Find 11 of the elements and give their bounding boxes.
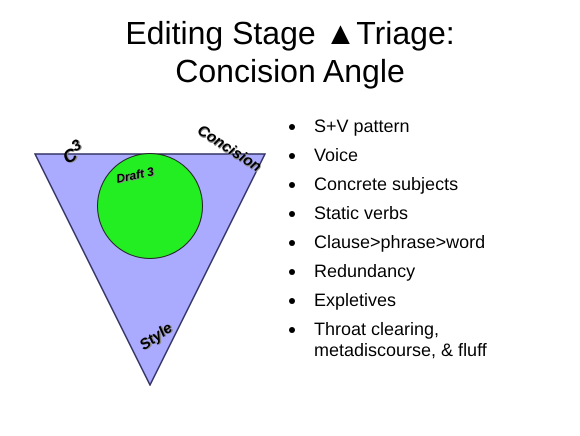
- bullet-text: Expletives: [314, 290, 396, 310]
- bullet-text: Clause>phrase>word: [314, 232, 486, 252]
- bullet-text: S+V pattern: [314, 116, 410, 136]
- bullet-text: Static verbs: [314, 203, 408, 223]
- slide-title: Editing Stage ▲Triage: Concision Angle: [124, 14, 456, 90]
- side-label: Style: [136, 319, 176, 354]
- bullet-text: Voice: [314, 145, 358, 165]
- bullet-text: Throat clearing, metadiscourse, & fluff: [314, 319, 487, 360]
- bullet-text: Redundancy: [314, 261, 416, 281]
- circle-label: Draft 3: [114, 164, 156, 186]
- bullet-text: Concrete subjects: [314, 174, 458, 194]
